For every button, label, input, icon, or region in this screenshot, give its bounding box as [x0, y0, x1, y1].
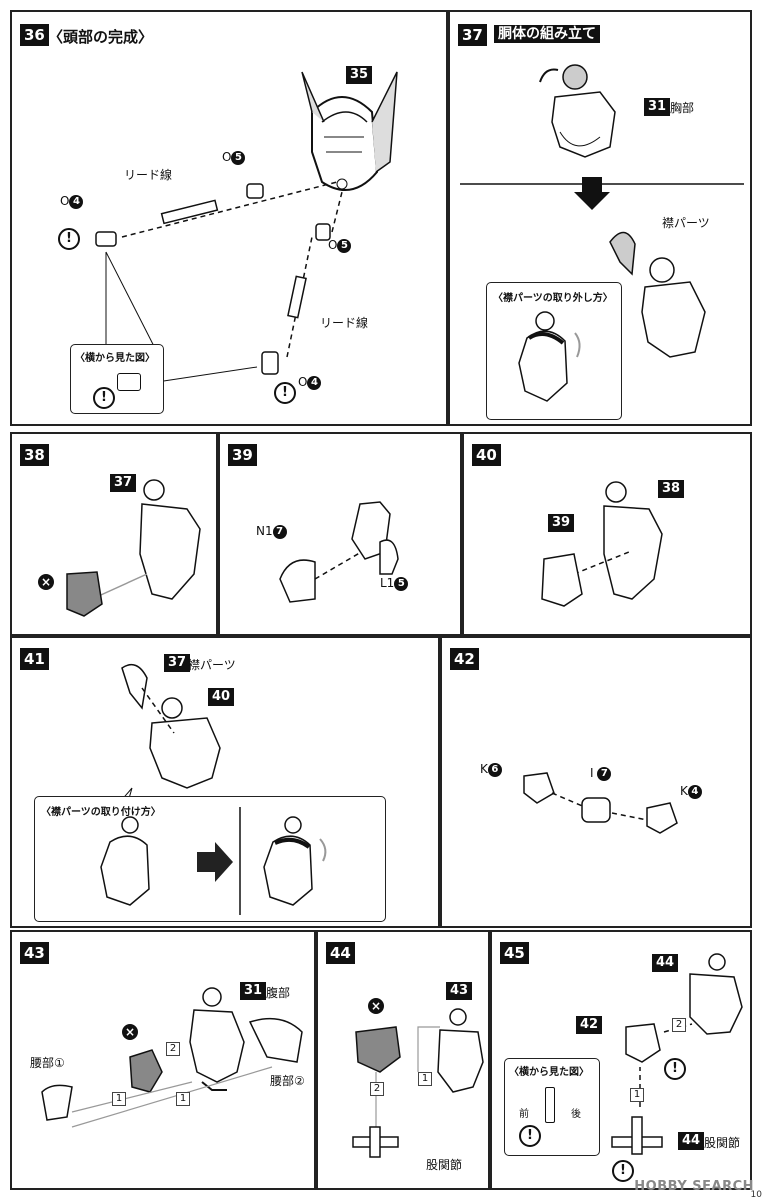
part-ref-31: 31: [240, 982, 267, 1000]
joint-parts-illustration: [523, 772, 678, 834]
waist-1-label: 腰部①: [30, 1056, 65, 1070]
step-44-panel: 44 43 × 2 1 股関節: [316, 930, 490, 1190]
part-ref-37: 37: [110, 474, 137, 492]
part-ref-35: 35: [346, 66, 373, 84]
page-number: 10: [750, 1190, 762, 1200]
head-assembly-illustration: [95, 71, 398, 383]
part-i7-label: I 7: [590, 766, 612, 781]
step-number: 41: [20, 648, 49, 670]
part-ref-37: 37: [164, 654, 191, 672]
step-title: 〈頭部の完成〉: [48, 28, 154, 46]
collar-part-label: 襟パーツ: [188, 658, 236, 672]
waist-2-label: 腰部②: [270, 1074, 305, 1088]
step-number: 42: [450, 648, 479, 670]
hip-attach-illustration: [611, 953, 743, 1155]
step-43-panel: 43 31 腹部 2 1 1 × 腰部① 腰部②: [10, 930, 316, 1190]
caution-icon: !: [519, 1125, 541, 1147]
part-assembly-illustration: [279, 501, 399, 603]
part-ref-43: 43: [446, 982, 473, 1000]
back-label: 後: [571, 1109, 581, 1120]
discard-mark: ×: [122, 1024, 138, 1040]
part-ref-42: 42: [576, 1016, 603, 1034]
step-number: 45: [500, 942, 529, 964]
lead-wire-label-2: リード線: [320, 316, 369, 330]
order-step-1: 1: [176, 1092, 190, 1106]
step-number: 37: [458, 24, 487, 46]
abdomen-label: 腹部: [266, 986, 291, 1000]
caution-icon: !: [612, 1160, 634, 1182]
part-ref-40: 40: [208, 688, 235, 706]
step-number: 36: [20, 24, 49, 46]
caution-icon: !: [93, 387, 115, 409]
torso-illustration: [66, 479, 201, 617]
step-number: 44: [326, 942, 355, 964]
step-number: 39: [228, 444, 257, 466]
order-step-1: 1: [630, 1088, 644, 1102]
side-view-title: 〈横から見た図〉: [75, 353, 155, 364]
side-view-box: 〈横から見た図〉 !: [70, 344, 164, 414]
waist-assembly-illustration: [41, 987, 303, 1128]
step-number: 40: [472, 444, 501, 466]
lead-wire-label-1: リード線: [124, 168, 173, 182]
order-step-1: 1: [418, 1072, 432, 1086]
collar-attach-box: 〈襟パーツの取り付け方〉: [34, 796, 386, 922]
chest-label: 胸部: [670, 101, 695, 115]
caution-icon: !: [58, 228, 80, 250]
step-number: 38: [20, 444, 49, 466]
discard-mark: ×: [38, 574, 54, 590]
order-step-1: 1: [112, 1092, 126, 1106]
collar-part-label: 襟パーツ: [662, 216, 710, 230]
order-step-2: 2: [370, 1082, 384, 1096]
part-ref-38: 38: [658, 480, 685, 498]
collar-removal-title: 〈襟パーツの取り外し方〉: [493, 293, 613, 304]
step-title: 胴体の組み立て: [494, 25, 600, 43]
torso-illustration: [460, 64, 744, 358]
step-number: 43: [20, 942, 49, 964]
side-view-box: 〈横から見た図〉 前 後 !: [504, 1058, 600, 1156]
step-45-panel: 45 44 42 2 1 ! ! 44 股関節 〈横から見た図〉 前 後 !: [490, 930, 752, 1190]
step-37-panel: 37 胴体の組み立て 31 胸部 襟パーツ 〈襟パーツの取り外し方〉: [448, 10, 752, 426]
front-label: 前: [519, 1109, 529, 1120]
part-ref-31: 31: [644, 98, 671, 116]
step-41-panel: 41 37 襟パーツ 40 〈襟パーツの取り付け方〉: [10, 636, 440, 928]
step-40-panel: 40 38 39: [462, 432, 752, 636]
collar-removal-box: 〈襟パーツの取り外し方〉: [486, 282, 622, 420]
caution-icon: !: [664, 1058, 686, 1080]
torso-illustration: [541, 481, 663, 607]
part-ref-44: 44: [678, 1132, 705, 1150]
part-ref-39: 39: [548, 514, 575, 532]
order-step-2: 2: [166, 1042, 180, 1056]
part-ref-44: 44: [652, 954, 679, 972]
order-step-2: 2: [672, 1018, 686, 1032]
side-view-title: 〈横から見た図〉: [509, 1067, 589, 1078]
discard-mark: ×: [368, 998, 384, 1014]
hip-joint-label: 股関節: [704, 1136, 741, 1150]
caution-icon: !: [274, 382, 296, 404]
collar-attach-title: 〈襟パーツの取り付け方〉: [41, 807, 161, 818]
watermark: HOBBY SEARCH: [634, 1179, 754, 1194]
hip-joint-label: 股関節: [426, 1158, 463, 1172]
step-38-panel: 38 37 ×: [10, 432, 218, 636]
hip-joint-illustration: [352, 1008, 484, 1158]
